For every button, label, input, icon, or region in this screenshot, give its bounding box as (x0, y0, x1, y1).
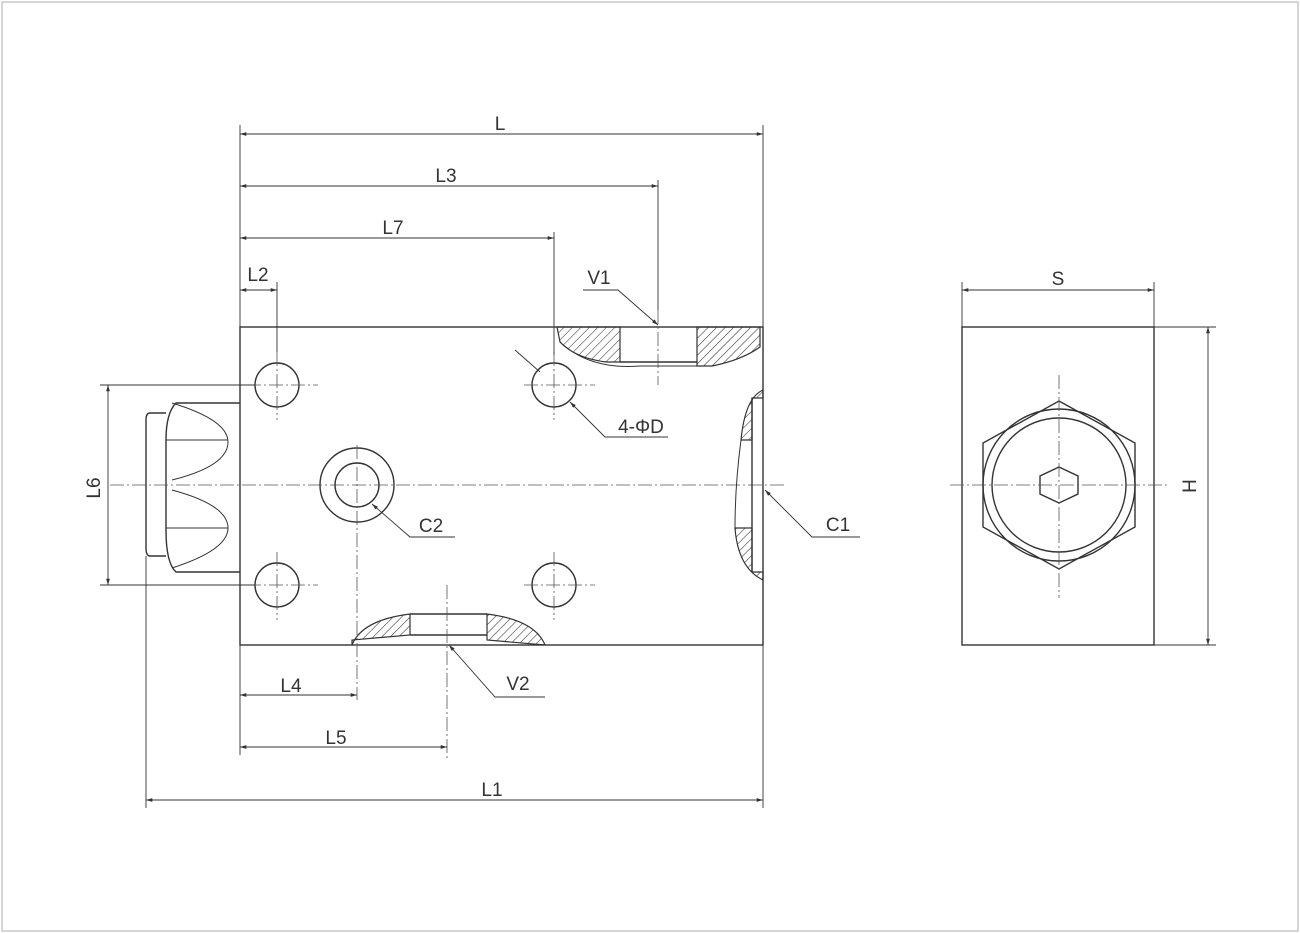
end-plug (145, 402, 240, 573)
dimension-lines (100, 125, 764, 808)
side-body (961, 326, 1155, 646)
label-H: H (1180, 479, 1201, 493)
leaders (371, 289, 860, 698)
label-V2: V2 (506, 674, 529, 695)
label-C2: C2 (419, 516, 443, 537)
label-L4: L4 (280, 676, 302, 697)
label-V1: V1 (587, 268, 610, 289)
label-L1: L1 (481, 780, 502, 801)
label-L: L (495, 114, 506, 135)
label-L6: L6 (84, 477, 105, 498)
label-L7: L7 (382, 218, 403, 239)
mounting-holes (247, 352, 595, 620)
label-S: S (1052, 269, 1065, 290)
labels: L L3 L7 L2 V1 4-ΦD C2 C1 V2 L4 L5 L1 S L… (84, 114, 1201, 801)
valve-body (239, 326, 764, 646)
label-L3: L3 (435, 166, 456, 187)
side-view (950, 282, 1216, 646)
label-L2: L2 (247, 265, 268, 286)
label-C1: C1 (826, 515, 850, 536)
port-c1 (734, 389, 764, 581)
port-c2 (319, 445, 395, 700)
label-L5: L5 (325, 728, 346, 749)
port-v1 (556, 310, 761, 385)
label-holes: 4-ΦD (618, 417, 664, 438)
port-v2 (351, 585, 546, 760)
front-view (100, 125, 860, 808)
